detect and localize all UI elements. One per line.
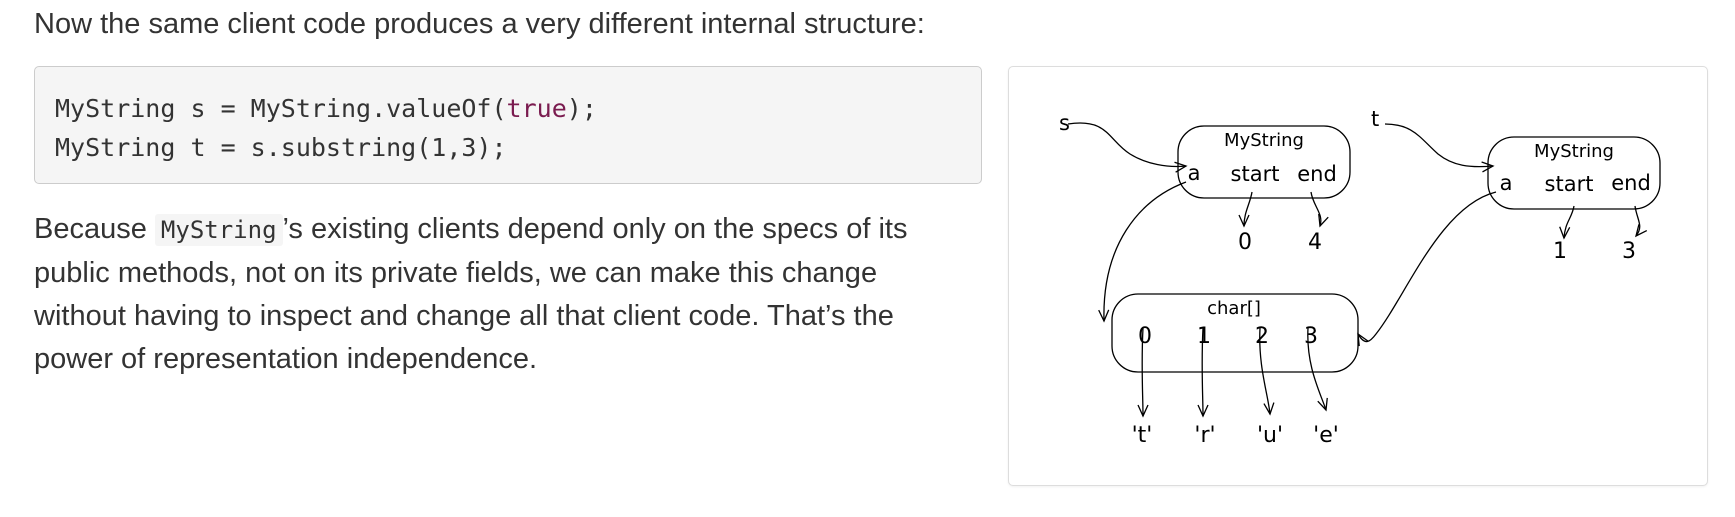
char-array-index-2: 2 <box>1255 324 1269 349</box>
char-array-index-3: 3 <box>1304 324 1318 349</box>
char-value-u: 'u' <box>1257 423 1283 448</box>
mystring-t-field-end: end <box>1611 171 1651 195</box>
arrow-array-1 <box>1197 327 1209 418</box>
mystring-t-type: MyString <box>1534 141 1614 162</box>
inline-code-mystring: MyString <box>154 214 283 246</box>
mystring-t-field-start: start <box>1545 172 1594 196</box>
intro-paragraph: Now the same client code produces a very… <box>34 8 925 40</box>
mystring-t-box <box>1487 136 1661 210</box>
mystring-s-end-value: 4 <box>1308 230 1322 255</box>
arrow-array-0 <box>1137 327 1149 418</box>
variable-s-label: s <box>1059 111 1070 135</box>
mystring-s-field-a: a <box>1188 161 1201 185</box>
code-block: MyString s = MyString.valueOf(true);MySt… <box>34 66 982 184</box>
mystring-s-start-value: 0 <box>1238 230 1252 255</box>
mystring-s-type: MyString <box>1224 130 1304 151</box>
char-array-type: char[] <box>1207 298 1261 319</box>
mystring-s-field-start: start <box>1231 162 1280 186</box>
variable-t-label: t <box>1371 107 1379 131</box>
char-array-index-0: 0 <box>1138 324 1152 349</box>
mystring-s-field-end: end <box>1297 162 1337 186</box>
arrow-t-a-to-array <box>1357 191 1497 347</box>
mystring-t-end-value: 3 <box>1622 239 1636 264</box>
arrow-s-a-to-array <box>1098 181 1187 323</box>
arrow-t-end <box>1634 205 1648 238</box>
arrow-s-to-mystring <box>1067 122 1188 173</box>
explanation-paragraph: Because MyString’s existing clients depe… <box>34 208 964 381</box>
code-line-1-start: MyString s = MyString.valueOf( <box>55 94 507 123</box>
arrow-t-start <box>1559 205 1575 240</box>
explanation-text-1: Because <box>34 213 155 245</box>
explanation-text-2: ’s existing clients depend only on the s… <box>34 213 908 375</box>
char-value-t: 't' <box>1132 423 1153 448</box>
diagram-figure: s t MyString a start end 0 4 MyString a … <box>1008 66 1708 486</box>
code-line-1-end: ); <box>566 94 597 123</box>
char-array-index-1: 1 <box>1197 324 1211 349</box>
arrow-s-end <box>1310 191 1329 228</box>
char-value-e: 'e' <box>1313 423 1339 448</box>
arrow-array-3 <box>1307 327 1328 412</box>
arrow-array-2 <box>1259 327 1275 416</box>
snapshot-diagram: s t MyString a start end 0 4 MyString a … <box>1059 107 1661 448</box>
char-value-r: 'r' <box>1194 423 1215 448</box>
arrow-t-to-mystring <box>1384 123 1495 173</box>
code-line-1: MyString s = MyString.valueOf(true); <box>55 89 961 128</box>
code-line-2: MyString t = s.substring(1,3); <box>55 133 507 162</box>
mystring-t-start-value: 1 <box>1553 239 1567 264</box>
code-keyword-true: true <box>506 94 567 123</box>
mystring-t-field-a: a <box>1500 171 1513 195</box>
arrow-s-start <box>1238 191 1253 228</box>
